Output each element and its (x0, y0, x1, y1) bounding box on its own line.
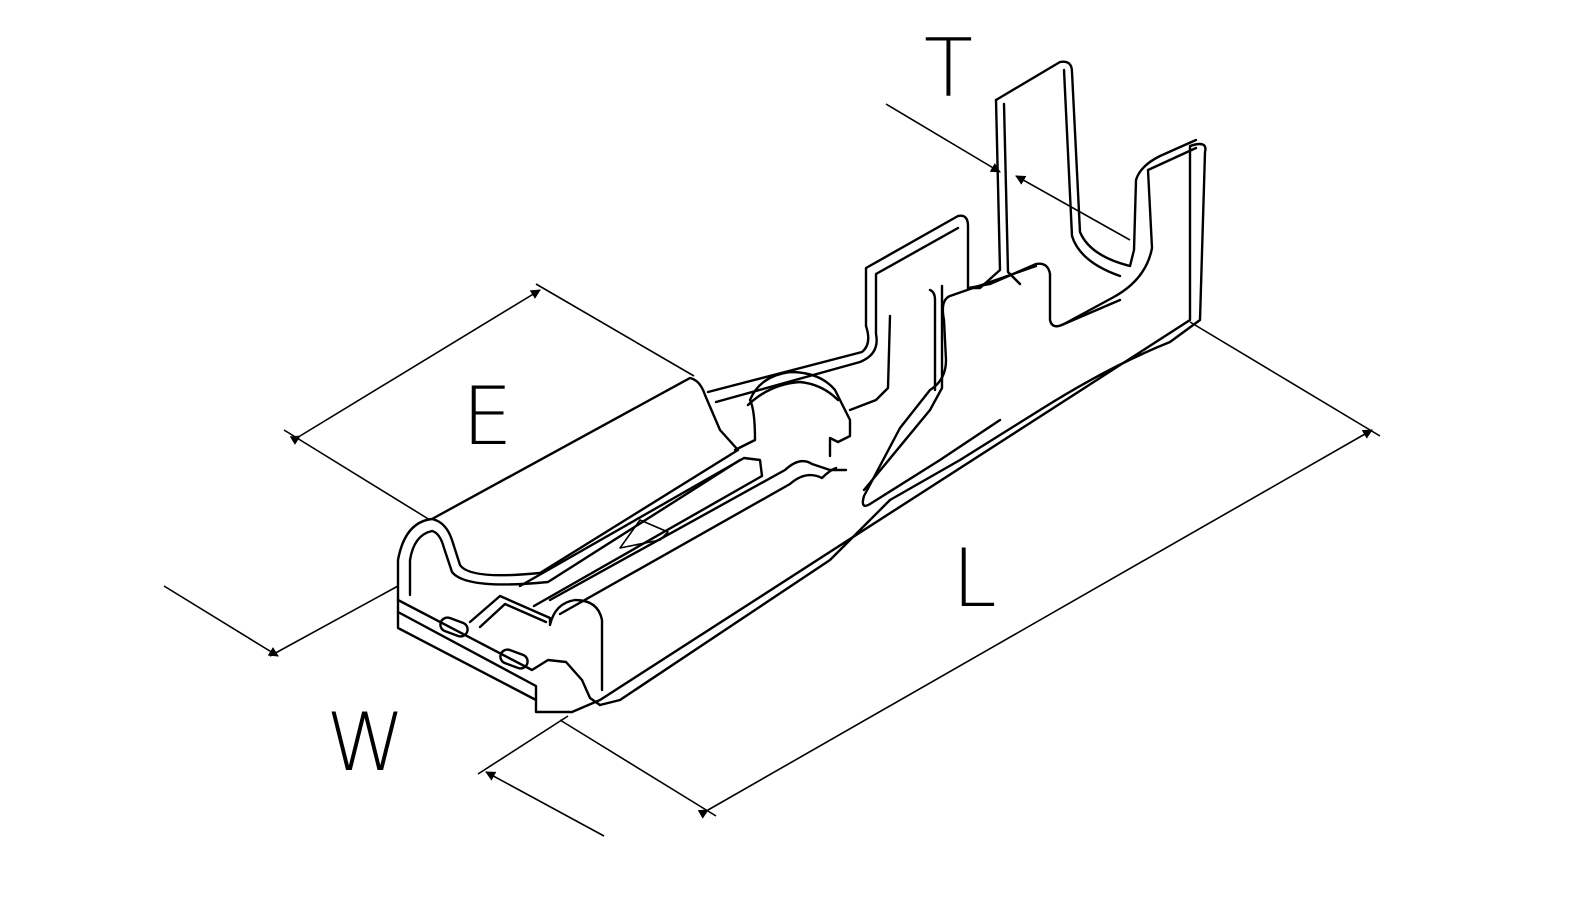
insulation-wing-right (1062, 146, 1198, 326)
spring-contact (468, 594, 604, 692)
transition-top-inner (714, 226, 960, 404)
dim-W-extension-top (269, 585, 399, 657)
dimple-marker (619, 519, 669, 549)
front-box (396, 376, 740, 600)
front-box-inner (408, 458, 742, 597)
dim-label-L: L (952, 532, 997, 625)
dim-T-line-left (885, 103, 1001, 173)
dim-E-extension-right (535, 283, 695, 377)
conductor-crimp-wall (928, 288, 937, 392)
dim-W-line-bottom (485, 771, 605, 837)
dim-E-line (289, 289, 541, 445)
dim-label-E: E (462, 370, 513, 463)
contact-section-outline (396, 142, 1207, 714)
tongue-plate (518, 456, 764, 608)
dim-E-extension-left (283, 429, 431, 521)
slot-hole (439, 616, 469, 638)
base-plate-lower (396, 610, 538, 702)
locking-lance (733, 370, 852, 458)
slot-hole (499, 648, 529, 670)
insulation-wing-left-outer (966, 98, 1002, 290)
dim-L-extension-left (559, 719, 717, 817)
dim-W-line-top (163, 585, 279, 657)
contact-ramp-lower (558, 466, 838, 616)
transition-top (706, 214, 1122, 394)
dim-T-line-right (1015, 175, 1131, 241)
dim-label-T: T (924, 22, 973, 115)
dim-L-line (697, 429, 1373, 819)
dim-W-extension-bottom (477, 715, 569, 775)
conductor-crimp-inner (848, 284, 944, 492)
dim-L-extension-right (1189, 321, 1381, 437)
lance-inner (746, 380, 840, 407)
insulation-wing-left-inner (1002, 68, 1122, 286)
spring-contact-inner (478, 602, 548, 629)
terminal-body (396, 60, 1207, 714)
dimension-lines (163, 103, 1381, 837)
insulation-wing-left (994, 60, 1198, 268)
base-plate (396, 598, 602, 707)
dim-label-W: W (326, 696, 405, 789)
